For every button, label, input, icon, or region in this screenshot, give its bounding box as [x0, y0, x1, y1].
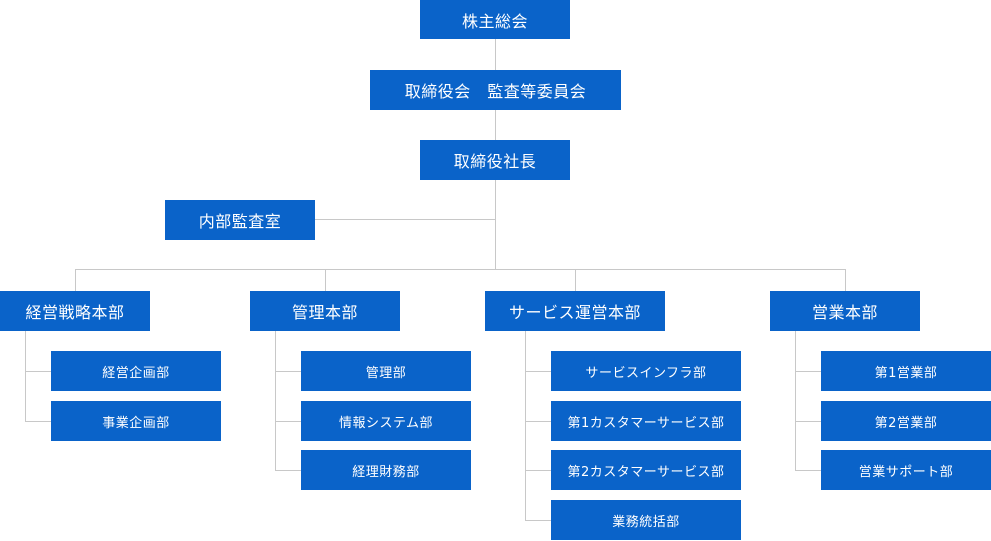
department-box: 事業企画部 — [51, 401, 221, 441]
connector-line — [525, 520, 551, 521]
connector-line — [795, 470, 821, 471]
president-box: 取締役社長 — [420, 140, 570, 180]
internal-audit-box: 内部監査室 — [165, 200, 315, 240]
connector-line — [795, 331, 796, 471]
division-box: 管理本部 — [250, 291, 400, 331]
connector-line — [575, 269, 576, 291]
connector-line — [275, 371, 301, 372]
connector-line — [845, 269, 846, 291]
connector-line — [275, 421, 301, 422]
department-box: サービスインフラ部 — [551, 351, 741, 391]
connector-line — [75, 269, 846, 270]
connector-line — [275, 470, 301, 471]
connector-line — [795, 371, 821, 372]
connector-line — [525, 371, 551, 372]
department-box: 営業サポート部 — [821, 450, 991, 490]
connector-line — [75, 269, 76, 291]
connector-line — [325, 269, 326, 291]
department-box: 業務統括部 — [551, 500, 741, 540]
connector-line — [525, 470, 551, 471]
department-box: 情報システム部 — [301, 401, 471, 441]
connector-line — [795, 421, 821, 422]
connector-line — [275, 331, 276, 471]
department-box: 第2カスタマーサービス部 — [551, 450, 741, 490]
connector-line — [25, 331, 26, 422]
department-box: 管理部 — [301, 351, 471, 391]
connector-line — [25, 371, 51, 372]
connector-line — [525, 421, 551, 422]
department-box: 第1カスタマーサービス部 — [551, 401, 741, 441]
board-box: 取締役会 監査等委員会 — [370, 70, 621, 110]
department-box: 経理財務部 — [301, 450, 471, 490]
division-box: 経営戦略本部 — [0, 291, 150, 331]
department-box: 第1営業部 — [821, 351, 991, 391]
division-box: サービス運営本部 — [485, 291, 665, 331]
connector-line — [525, 331, 526, 521]
division-box: 営業本部 — [770, 291, 920, 331]
department-box: 第2営業部 — [821, 401, 991, 441]
department-box: 経営企画部 — [51, 351, 221, 391]
connector-line — [315, 219, 496, 220]
connector-line — [25, 421, 51, 422]
shareholders-meeting-box: 株主総会 — [420, 0, 570, 39]
